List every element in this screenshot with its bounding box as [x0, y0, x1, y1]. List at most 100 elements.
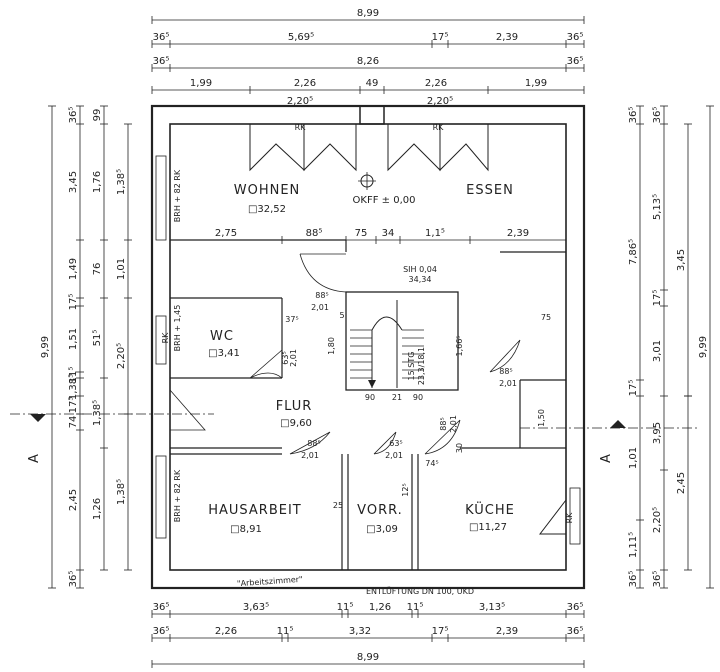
dim-value: 36⁵: [628, 107, 639, 124]
stair-dim: 90: [365, 393, 375, 402]
stair-dim: 75: [541, 313, 551, 322]
stair-dim: 25: [333, 501, 343, 510]
dim-value: 36⁵: [153, 32, 170, 43]
door-dim: 63⁵: [389, 439, 402, 448]
window-left-lower: [155, 455, 167, 539]
handwritten-note: "Arbeitszimmer": [237, 575, 303, 589]
stair-dim: 5: [339, 311, 344, 320]
door-dim: 63⁵: [281, 351, 290, 364]
section-arrow-left: [30, 414, 46, 422]
dim-value: 17⁵: [68, 294, 79, 311]
okff-label: OKFF ± 0,00: [353, 195, 416, 206]
dim-value: 3,63⁵: [243, 602, 269, 613]
rk-label: RK: [161, 332, 170, 344]
dim-value: 2,39: [507, 228, 529, 239]
section-mark-left: A: [27, 453, 42, 463]
dim-value: 17⁵: [628, 380, 639, 397]
dim-value: 5,69⁵: [288, 32, 314, 43]
stair-top-label: SIH 0,04: [403, 265, 437, 274]
door-dim: 2,01: [301, 451, 319, 460]
dim-value: 17⁵: [432, 32, 449, 43]
stair-dim: 74⁵: [425, 459, 438, 468]
stair-dim: 90: [413, 393, 423, 402]
stair-dim: 1,50: [537, 409, 546, 427]
dim-value: 1,76: [92, 171, 103, 193]
dim-value: 9,99: [40, 336, 51, 358]
dim-value: 3,45: [68, 171, 79, 193]
plan-structure: [10, 104, 700, 590]
room-vorr: VORR.: [357, 503, 403, 518]
rk-right-b: [439, 124, 489, 172]
dim-value: 75: [355, 228, 368, 239]
room-wohnen: WOHNEN: [234, 183, 301, 198]
dim-value: 17⁵: [68, 397, 79, 414]
dim-value: 8,99: [357, 652, 379, 663]
stair-curve: [371, 316, 403, 331]
stair-top-label2: 34,34: [409, 275, 432, 284]
area-kueche: □11,27: [469, 522, 507, 533]
brh-label: BRH + 82 RK: [173, 469, 182, 522]
door-stair: [299, 253, 347, 293]
window-right-kueche: [569, 487, 581, 545]
dim-value: 36⁵: [153, 626, 170, 637]
dim-value: 3,01: [652, 340, 663, 362]
dim-value: 99: [94, 0, 107, 3]
dim-value: 36⁵: [567, 602, 584, 613]
dim-value: 2,75: [215, 228, 237, 239]
dim-value: 11⁵: [337, 602, 354, 613]
room-kueche: KÜCHE: [465, 501, 515, 518]
door-dim: 2,01: [385, 451, 403, 460]
dim-value: 2,45: [68, 489, 79, 511]
dim-value: 2,20⁵: [116, 343, 127, 369]
area-hausarbeit: □8,91: [230, 524, 262, 535]
area-flur: □9,60: [280, 418, 312, 429]
dim-value: 76: [92, 263, 103, 276]
dim-value: 1,38⁵: [68, 374, 79, 400]
dim-value: 2,26: [215, 626, 237, 637]
dim-value: 2,39: [496, 626, 518, 637]
dim-value: 1,38⁵: [92, 400, 103, 426]
dim-value: 5,13⁵: [652, 194, 663, 220]
dim-value: 36⁵: [68, 107, 79, 124]
dim-value: 36⁵: [153, 56, 170, 67]
dim-value: 36⁵: [567, 626, 584, 637]
dim-value: 74: [68, 416, 79, 429]
window-left-wc: [155, 315, 167, 365]
door-dim: 2,01: [289, 349, 298, 367]
dim-value: 1,99: [190, 78, 212, 89]
dim-value: 17⁵: [432, 626, 449, 637]
dim-value: 1,01: [116, 258, 127, 280]
dim-value: 34: [382, 228, 395, 239]
section-arrow-right: [610, 420, 626, 428]
dim-value: 3,13⁵: [479, 602, 505, 613]
dim-value: 3,32: [349, 626, 371, 637]
stair-dim: 37⁵: [285, 315, 298, 324]
stair-label: 15 STG: [407, 352, 416, 381]
door-flur-right: [489, 339, 521, 373]
window-left-upper: [155, 155, 167, 241]
door-dim: 2,01: [499, 379, 517, 388]
door-dim: 88⁵: [499, 367, 512, 376]
door-hausarbeit: [289, 431, 331, 455]
door-dim: 2,01: [311, 303, 329, 312]
dim-value: 11⁵: [277, 626, 294, 637]
stair-dim: 1,66⁵: [455, 335, 464, 356]
room-essen: ESSEN: [466, 183, 514, 198]
dim-value: 1,1⁵: [425, 228, 445, 239]
dim-value: 1,11⁵: [628, 532, 639, 558]
dim-value: 8,26: [357, 56, 379, 67]
area-wohnen: □32,52: [248, 204, 286, 215]
stair-dim: 1,80: [327, 337, 336, 355]
top-dim-row5: 2,20⁵: [427, 96, 453, 107]
dim-value: 8,99: [357, 8, 379, 19]
section-mark-right: A: [599, 453, 614, 463]
top-pier: [359, 105, 385, 125]
stair-dim: 21: [392, 393, 402, 402]
door-dim: 88⁵: [307, 439, 320, 448]
dim-value: 1,38⁵: [116, 169, 127, 195]
dim-value: 36⁵: [652, 107, 663, 124]
dim-value: 1,38⁵: [116, 479, 127, 505]
dim-value: 36⁵: [567, 32, 584, 43]
dim-value: 1,26: [92, 498, 103, 520]
